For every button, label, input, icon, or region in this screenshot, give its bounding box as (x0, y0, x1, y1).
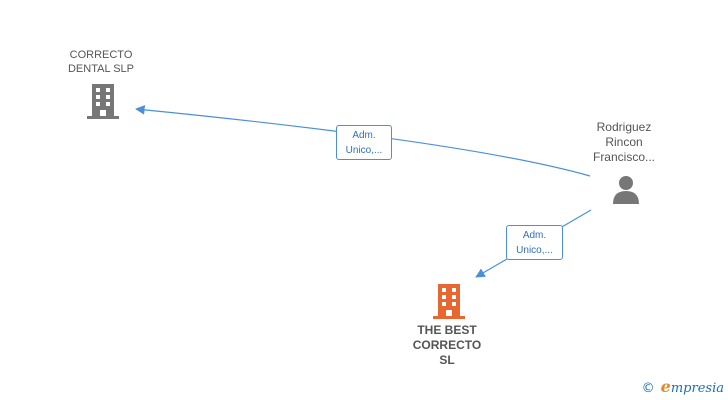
empresia-watermark: © empresia (642, 377, 724, 396)
node-name-line: SL (439, 353, 455, 367)
edge-label-line: Adm. (522, 230, 547, 241)
building-icon[interactable] (86, 84, 120, 120)
person-icon[interactable] (611, 174, 641, 204)
node-name-line: Francisco... (592, 150, 655, 164)
edge-label-correcto-dental[interactable]: Adm. Unico,... (336, 125, 392, 160)
node-name-line: DENTAL SLP (67, 63, 135, 75)
edge-label-line: Adm. (352, 130, 376, 141)
copyright-symbol: © (641, 381, 655, 396)
brand-logo-text: mpresia (670, 381, 724, 396)
node-label-correcto-dental[interactable]: CORRECTO DENTAL SLP (58, 48, 144, 76)
brand-logo-e: e (660, 377, 671, 396)
node-name-line: CORRECTO (69, 49, 133, 61)
edge-person-to-correcto-dental (135, 105, 591, 177)
node-name-line: Rincon (605, 135, 643, 149)
edge-label-line: Unico,... (345, 145, 383, 156)
building-icon[interactable] (432, 284, 466, 320)
node-name-line: THE BEST (417, 323, 477, 337)
node-label-person[interactable]: Rodriguez Rincon Francisco... (578, 120, 670, 165)
edge-label-line: Unico,... (516, 245, 553, 256)
node-name-line: Rodriguez (596, 120, 652, 134)
node-name-line: CORRECTO (412, 338, 482, 352)
edge-label-the-best[interactable]: Adm. Unico,... (506, 225, 563, 260)
node-label-the-best[interactable]: THE BEST CORRECTO SL (402, 323, 492, 368)
